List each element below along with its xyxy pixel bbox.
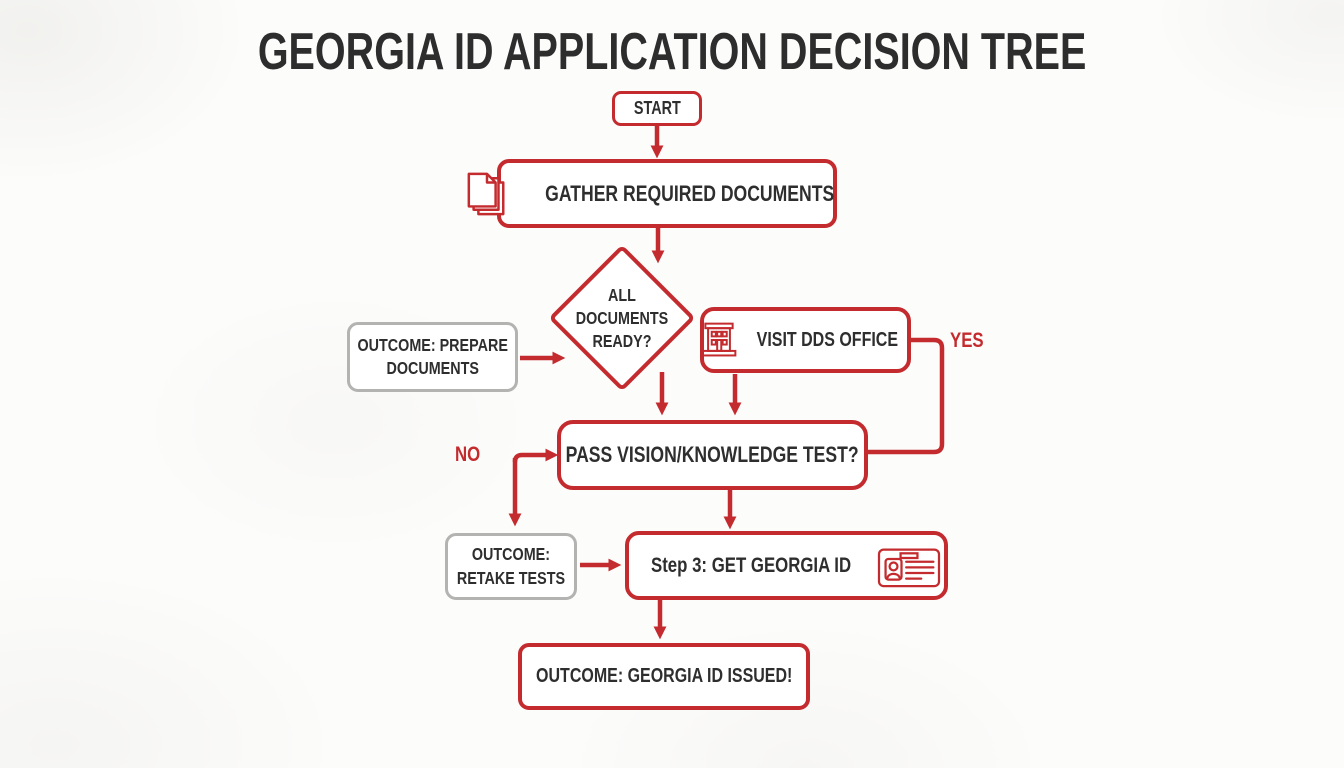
node-start: START [612,91,702,126]
node-get-georgia-id: Step 3: GET GEORGIA ID [625,531,948,600]
node-get-georgia-id-label: Step 3: GET GEORGIA ID [651,553,852,577]
node-documents-ready-label: ALL DOCUMENTS READY? [575,285,669,352]
node-gather-documents: GATHER REQUIRED DOCUMENTS [467,159,837,228]
node-outcome-prepare-documents: OUTCOME: PREPARE DOCUMENTS [347,322,518,392]
node-outcome-retake-tests: OUTCOME: RETAKE TESTS [445,533,577,600]
edge-no-to-pass-test [512,448,559,463]
edge-yes-visit-to-pass-test [868,337,945,455]
documents-icon [465,170,509,218]
node-pass-test-decision: PASS VISION/KNOWLEDGE TEST? [557,420,868,490]
node-outcome-id-issued-label: OUTCOME: GEORGIA ID ISSUED! [535,665,793,687]
page-title: GEORGIA ID APPLICATION DECISION TREE [0,22,1344,82]
node-visit-dds-office: VISIT DDS OFFICE [700,307,911,373]
node-start-label: START [633,98,681,118]
node-outcome-id-issued: OUTCOME: GEORGIA ID ISSUED! [518,643,810,710]
page-title-text: GEORGIA ID APPLICATION DECISION TREE [257,23,1087,81]
node-gather-documents-label: GATHER REQUIRED DOCUMENTS [545,180,835,206]
edge-label-yes: YES [950,329,984,352]
edge-label-no: NO [455,443,481,466]
node-pass-test-label: PASS VISION/KNOWLEDGE TEST? [565,442,860,467]
id-card-icon [877,543,941,588]
building-icon [699,320,739,360]
node-visit-dds-office-label: VISIT DDS OFFICE [756,328,899,351]
